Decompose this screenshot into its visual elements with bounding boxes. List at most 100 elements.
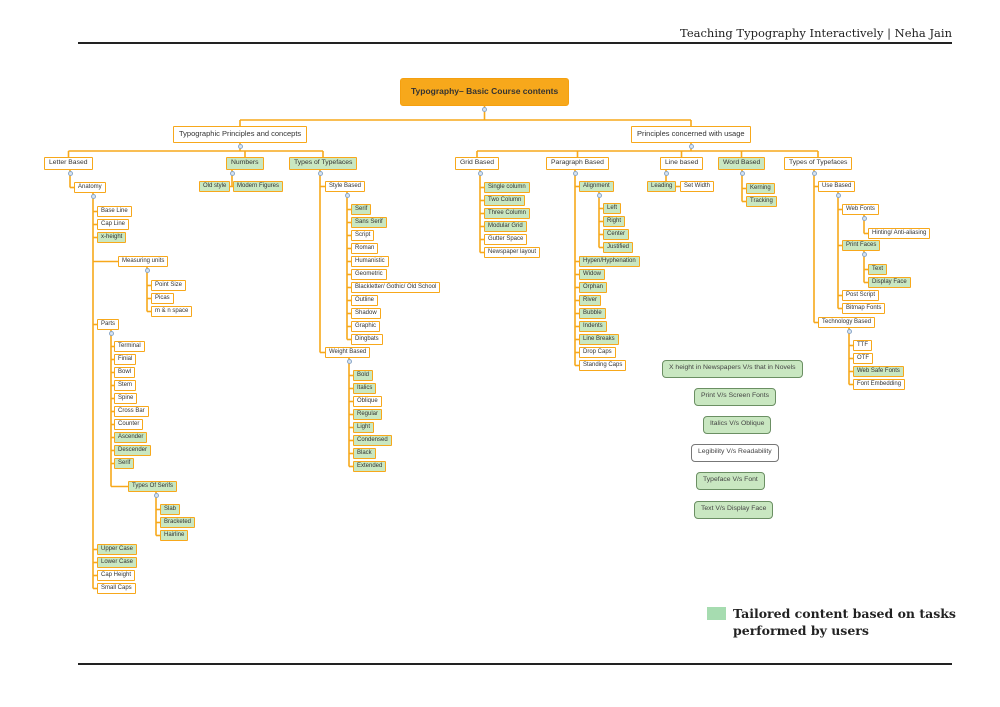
node-technology-based[interactable]: Technology Based bbox=[818, 317, 876, 328]
node-three-column: Three Column bbox=[484, 208, 531, 219]
expand-toggle-icon[interactable] bbox=[811, 170, 817, 176]
expand-toggle-icon[interactable] bbox=[572, 170, 578, 176]
node-terminal: Terminal bbox=[114, 341, 145, 352]
node-picas: Picas bbox=[151, 293, 174, 304]
node-display-face: Display Face bbox=[868, 277, 911, 288]
comparison-print-v-s-screen-fonts: Print V/s Screen Fonts bbox=[694, 388, 776, 406]
expand-toggle-icon[interactable] bbox=[477, 170, 483, 176]
root-node[interactable]: Typography– Basic Course contents bbox=[400, 78, 570, 106]
node-hypen-hyphenation: Hypen/Hyphenation bbox=[579, 256, 640, 267]
node-post-script: Post Script bbox=[842, 290, 880, 301]
node-right: Right bbox=[603, 216, 626, 227]
expand-toggle-icon[interactable] bbox=[346, 358, 352, 364]
node-style-based[interactable]: Style Based bbox=[325, 181, 366, 192]
node-stem: Stem bbox=[114, 380, 137, 391]
node-orphan: Orphan bbox=[579, 282, 608, 293]
node-kerning: Kerning bbox=[746, 183, 775, 194]
node-m-n-space: m & n space bbox=[151, 306, 193, 317]
node-counter: Counter bbox=[114, 419, 144, 430]
node-line-based[interactable]: Line based bbox=[660, 157, 704, 170]
node-bracketed: Bracketed bbox=[160, 517, 196, 528]
node-condensed: Condensed bbox=[353, 435, 392, 446]
node-serif: Serif bbox=[351, 204, 372, 215]
node-alignment[interactable]: Alignment bbox=[579, 181, 614, 192]
comparison-italics-v-s-oblique: Italics V/s Oblique bbox=[703, 416, 772, 434]
node-text: Text bbox=[868, 264, 888, 275]
node-shadow: Shadow bbox=[351, 308, 381, 319]
node-print-faces[interactable]: Print Faces bbox=[842, 240, 881, 251]
expand-toggle-icon[interactable] bbox=[861, 215, 867, 221]
node-grid-based[interactable]: Grid Based bbox=[455, 157, 500, 170]
node-types-of-typefaces[interactable]: Types of Typefaces bbox=[289, 157, 358, 170]
node-otf: OTF bbox=[853, 353, 873, 364]
node-web-fonts[interactable]: Web Fonts bbox=[842, 204, 879, 215]
expand-toggle-icon[interactable] bbox=[108, 330, 114, 336]
expand-toggle-icon[interactable] bbox=[861, 251, 867, 257]
expand-toggle-icon[interactable] bbox=[835, 192, 841, 198]
node-modular-grid: Modular Grid bbox=[484, 221, 527, 232]
node-parts[interactable]: Parts bbox=[97, 319, 120, 330]
expand-toggle-icon[interactable] bbox=[344, 192, 350, 198]
node-use-based[interactable]: Use Based bbox=[818, 181, 856, 192]
node-typographic-principles-and-concepts[interactable]: Typographic Principles and concepts bbox=[173, 126, 308, 143]
node-modern-figures: Modern Figures bbox=[233, 181, 284, 192]
node-justified: Justified bbox=[603, 242, 634, 253]
node-widow: Widow bbox=[579, 269, 606, 280]
node-descender: Descender bbox=[114, 445, 152, 456]
node-word-based[interactable]: Word Based bbox=[718, 157, 766, 170]
node-standing-caps: Standing Caps bbox=[579, 360, 627, 371]
node-two-column: Two Column bbox=[484, 195, 526, 206]
expand-toggle-icon[interactable] bbox=[67, 170, 73, 176]
expand-toggle-icon[interactable] bbox=[739, 170, 745, 176]
expand-toggle-icon[interactable] bbox=[237, 143, 243, 149]
expand-toggle-icon[interactable] bbox=[317, 170, 323, 176]
node-river: River bbox=[579, 295, 602, 306]
node-graphic: Graphic bbox=[351, 321, 381, 332]
node-black: Black bbox=[353, 448, 376, 459]
node-italics: Italics bbox=[353, 383, 377, 394]
node-upper-case: Upper Case bbox=[97, 544, 138, 555]
node-lower-case: Lower Case bbox=[97, 557, 138, 568]
comparison-text-v-s-display-face: Text V/s Display Face bbox=[694, 501, 774, 519]
node-types-of-typefaces[interactable]: Types of Typefaces bbox=[784, 157, 853, 170]
node-single-column: Single column bbox=[484, 182, 530, 193]
node-anatomy[interactable]: Anatomy bbox=[74, 182, 106, 193]
node-types-of-serifs[interactable]: Types Of Serifs bbox=[128, 481, 178, 492]
node-principles-concerned-with-usage[interactable]: Principles concerned with usage bbox=[631, 126, 751, 143]
node-roman: Roman bbox=[351, 243, 379, 254]
node-drop-caps: Drop Caps bbox=[579, 347, 616, 358]
expand-toggle-icon[interactable] bbox=[144, 267, 150, 273]
node-letter-based[interactable]: Letter Based bbox=[44, 157, 93, 170]
node-center: Center bbox=[603, 229, 630, 240]
node-paragraph-based[interactable]: Paragraph Based bbox=[546, 157, 609, 170]
node-light: Light bbox=[353, 422, 375, 433]
node-point-size: Point Size bbox=[151, 280, 187, 291]
expand-toggle-icon[interactable] bbox=[596, 192, 602, 198]
node-extended: Extended bbox=[353, 461, 387, 472]
expand-toggle-icon[interactable] bbox=[153, 492, 159, 498]
node-measuring-units[interactable]: Measuring units bbox=[118, 256, 169, 267]
node-indents: Indents bbox=[579, 321, 607, 332]
node-old-style: Old style bbox=[199, 181, 231, 192]
legend-swatch bbox=[707, 607, 726, 620]
comparison-legibility-v-s-readability: Legibility V/s Readability bbox=[691, 444, 779, 462]
bottom-rule bbox=[78, 663, 952, 665]
expand-toggle-icon[interactable] bbox=[846, 328, 852, 334]
node-outline: Outline bbox=[351, 295, 379, 306]
node-sans-serif: Sans Serif bbox=[351, 217, 387, 228]
expand-toggle-icon[interactable] bbox=[663, 170, 669, 176]
legend-label: Tailored content based on tasks performe… bbox=[733, 606, 956, 638]
expand-toggle-icon[interactable] bbox=[229, 170, 235, 176]
node-bitmap-fonts: Bitmap Fonts bbox=[842, 303, 886, 314]
comparison-x-height-in-newspapers-v-s-that-in-novels: X height in Newspapers V/s that in Novel… bbox=[662, 360, 803, 378]
node-cap-height: Cap Height bbox=[97, 570, 136, 581]
expand-toggle-icon[interactable] bbox=[688, 143, 694, 149]
node-weight-based[interactable]: Weight Based bbox=[325, 347, 371, 358]
node-humanistic: Humanistic bbox=[351, 256, 389, 267]
node-hairline: Hairline bbox=[160, 530, 189, 541]
expand-toggle-icon[interactable] bbox=[482, 106, 487, 112]
node-set-width: Set Width bbox=[680, 181, 715, 192]
expand-toggle-icon[interactable] bbox=[90, 193, 96, 199]
node-numbers[interactable]: Numbers bbox=[226, 157, 264, 170]
